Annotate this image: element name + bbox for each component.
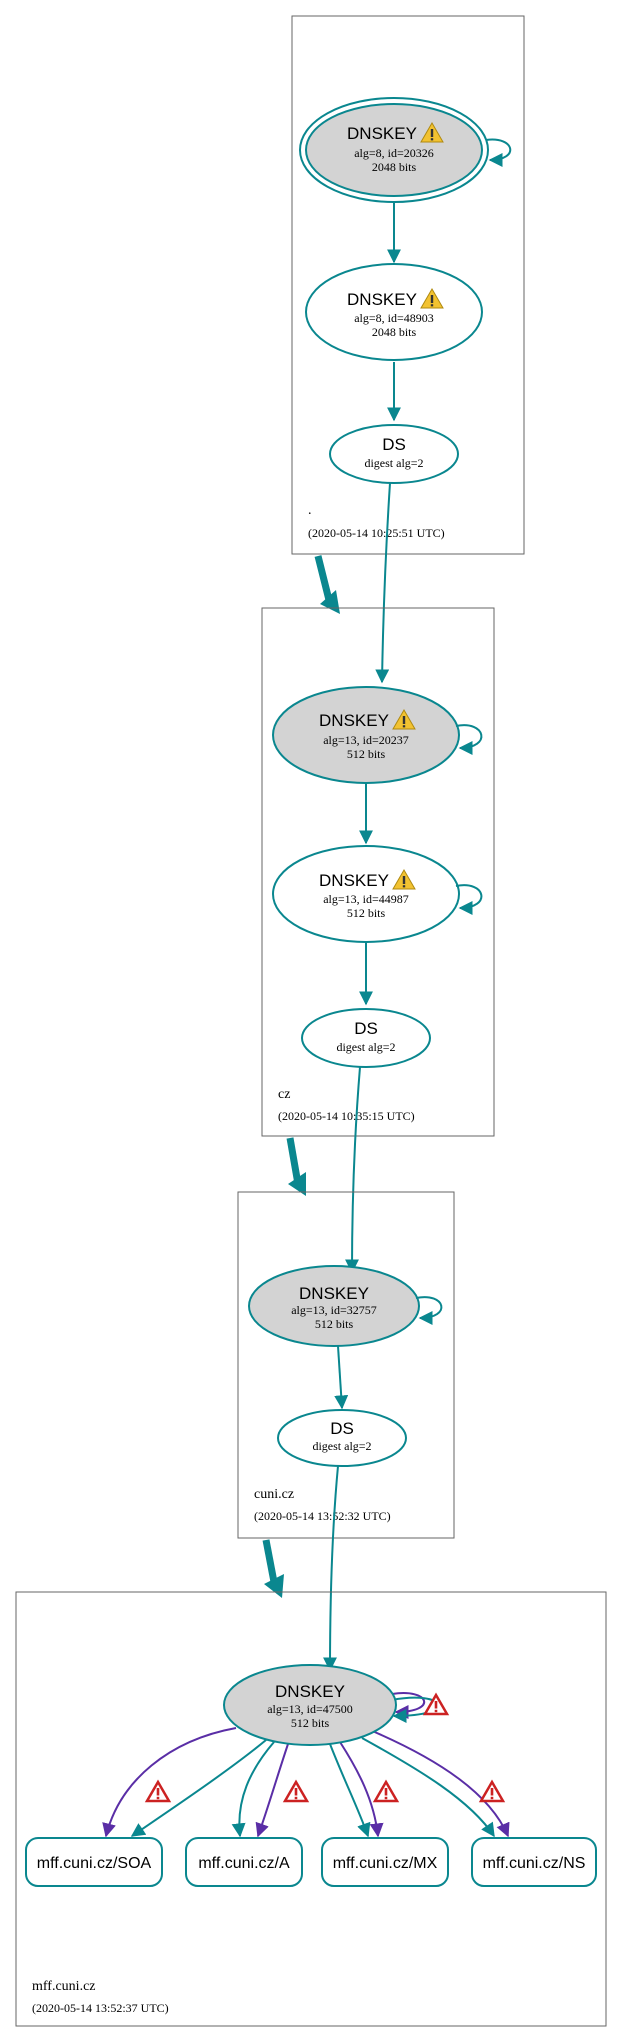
- cz-ds-title: DS: [354, 1019, 378, 1038]
- cz-zsk-self-edge: [455, 884, 483, 915]
- root-ds-cz-ksk-edge: [375, 482, 391, 684]
- root-zsk-node[interactable]: DNSKEY alg=8, id=48903 2048 bits: [305, 263, 483, 361]
- cuni-ksk-node[interactable]: DNSKEY alg=13, id=32757 512 bits: [248, 1265, 420, 1347]
- cz-ksk-self-edge: [455, 724, 483, 755]
- cz-ksk-title: DNSKEY: [319, 711, 389, 730]
- ksk-ns-edge: [361, 1737, 495, 1838]
- cuni-mff-delegation-edge: [262, 1539, 278, 1583]
- root-zsk-alg: alg=8, id=48903: [354, 311, 434, 325]
- cz-ds-node[interactable]: DS digest alg=2: [301, 1008, 431, 1068]
- mff-ksk-self-error-edge: [391, 1692, 426, 1719]
- ksk-ns-error-edge: [369, 1729, 510, 1838]
- error-icon: [373, 1780, 399, 1803]
- zone-root-box: [291, 15, 525, 555]
- zone-cz-timestamp: (2020-05-14 10:35:15 UTC): [278, 1109, 415, 1123]
- error-icon: [423, 1693, 449, 1716]
- root-ksk-bits: 2048 bits: [372, 160, 417, 174]
- zone-cuni-timestamp: (2020-05-14 13:52:32 UTC): [254, 1509, 391, 1523]
- mff-ksk-title: DNSKEY: [275, 1682, 345, 1701]
- cuni-ds-title: DS: [330, 1419, 354, 1438]
- cz-ds-cuni-ksk-edge: [345, 1066, 361, 1274]
- root-zsk-bits: 2048 bits: [372, 325, 417, 339]
- zone-cz-box: [261, 607, 495, 1137]
- cuni-ksk-bits: 512 bits: [315, 1317, 354, 1331]
- cuni-ds-mff-ksk-edge: [323, 1465, 339, 1672]
- cz-zsk-bits: 512 bits: [347, 906, 386, 920]
- cuni-ds-digest: digest alg=2: [312, 1439, 371, 1453]
- mff-ksk-bits: 512 bits: [291, 1716, 330, 1730]
- error-icon: [283, 1780, 309, 1803]
- record-soa-label: mff.cuni.cz/SOA: [37, 1855, 152, 1872]
- cz-zsk-node[interactable]: DNSKEY alg=13, id=44987 512 bits: [272, 845, 460, 943]
- error-icon: [145, 1780, 171, 1803]
- cz-ksk-node[interactable]: DNSKEY alg=13, id=20237 512 bits: [272, 686, 460, 784]
- zone-root-name: .: [308, 503, 312, 518]
- ksk-soa-error-edge: [102, 1727, 237, 1838]
- cuni-ksk-alg: alg=13, id=32757: [291, 1303, 377, 1317]
- ksk-soa-edge: [130, 1739, 267, 1837]
- root-zsk-title: DNSKEY: [347, 290, 417, 309]
- zone-mff-name: mff.cuni.cz: [32, 1979, 96, 1994]
- ksk-mx-edge: [329, 1743, 371, 1838]
- zone-cuni-cz: DNSKEY alg=13, id=32757 512 bits DS dige…: [237, 1191, 455, 1539]
- root-ds-node[interactable]: DS digest alg=2: [329, 424, 459, 484]
- root-ds-title: DS: [382, 435, 406, 454]
- cuni-ksk-ds-edge: [334, 1345, 349, 1410]
- cz-ksk-alg: alg=13, id=20237: [323, 733, 409, 747]
- zone-root-timestamp: (2020-05-14 10:25:51 UTC): [308, 526, 445, 540]
- cz-zsk-alg: alg=13, id=44987: [323, 892, 409, 906]
- zone-root: DNSKEY alg=8, id=20326 2048 bits DNSKEY …: [291, 15, 525, 555]
- zone-cz-name: cz: [278, 1087, 290, 1102]
- cz-ksk-bits: 512 bits: [347, 747, 386, 761]
- error-icon: [479, 1780, 505, 1803]
- zone-cuni-name: cuni.cz: [254, 1487, 294, 1502]
- record-a[interactable]: mff.cuni.cz/A: [185, 1837, 303, 1887]
- ksk-a-error-edge: [255, 1743, 289, 1838]
- mff-ksk-node[interactable]: DNSKEY alg=13, id=47500 512 bits: [223, 1664, 397, 1746]
- zone-mff-cuni-cz: DNSKEY alg=13, id=47500 512 bits mff.cun…: [15, 1591, 607, 2027]
- zone-cz: DNSKEY alg=13, id=20237 512 bits DNSKEY …: [261, 607, 495, 1137]
- zone-mff-timestamp: (2020-05-14 13:52:37 UTC): [32, 2001, 169, 2015]
- record-ns[interactable]: mff.cuni.cz/NS: [471, 1837, 597, 1887]
- root-ksk-node[interactable]: DNSKEY alg=8, id=20326 2048 bits: [299, 97, 489, 203]
- root-ds-digest: digest alg=2: [364, 456, 423, 470]
- record-soa[interactable]: mff.cuni.cz/SOA: [25, 1837, 163, 1887]
- cz-zsk-title: DNSKEY: [319, 871, 389, 890]
- zone-mff-box: [15, 1591, 607, 2027]
- root-ksk-title: DNSKEY: [347, 124, 417, 143]
- cuni-ds-node[interactable]: DS digest alg=2: [277, 1409, 407, 1467]
- cuni-ksk-title: DNSKEY: [299, 1284, 369, 1303]
- ksk-a-edge: [231, 1741, 275, 1838]
- record-ns-label: mff.cuni.cz/NS: [483, 1855, 586, 1872]
- record-mx[interactable]: mff.cuni.cz/MX: [321, 1837, 449, 1887]
- record-mx-label: mff.cuni.cz/MX: [333, 1855, 438, 1872]
- zone-cuni-box: [237, 1191, 455, 1539]
- root-ksk-self-edge: [485, 138, 512, 167]
- record-a-label: mff.cuni.cz/A: [198, 1855, 290, 1872]
- mff-ksk-alg: alg=13, id=47500: [267, 1702, 353, 1716]
- root-ksk-alg: alg=8, id=20326: [354, 146, 434, 160]
- cz-ds-digest: digest alg=2: [336, 1040, 395, 1054]
- ksk-mx-error-edge: [339, 1741, 384, 1838]
- cuni-ksk-self-edge: [415, 1296, 443, 1325]
- cz-cuni-delegation-edge: [286, 1137, 302, 1185]
- root-cz-delegation-edge: [314, 555, 334, 605]
